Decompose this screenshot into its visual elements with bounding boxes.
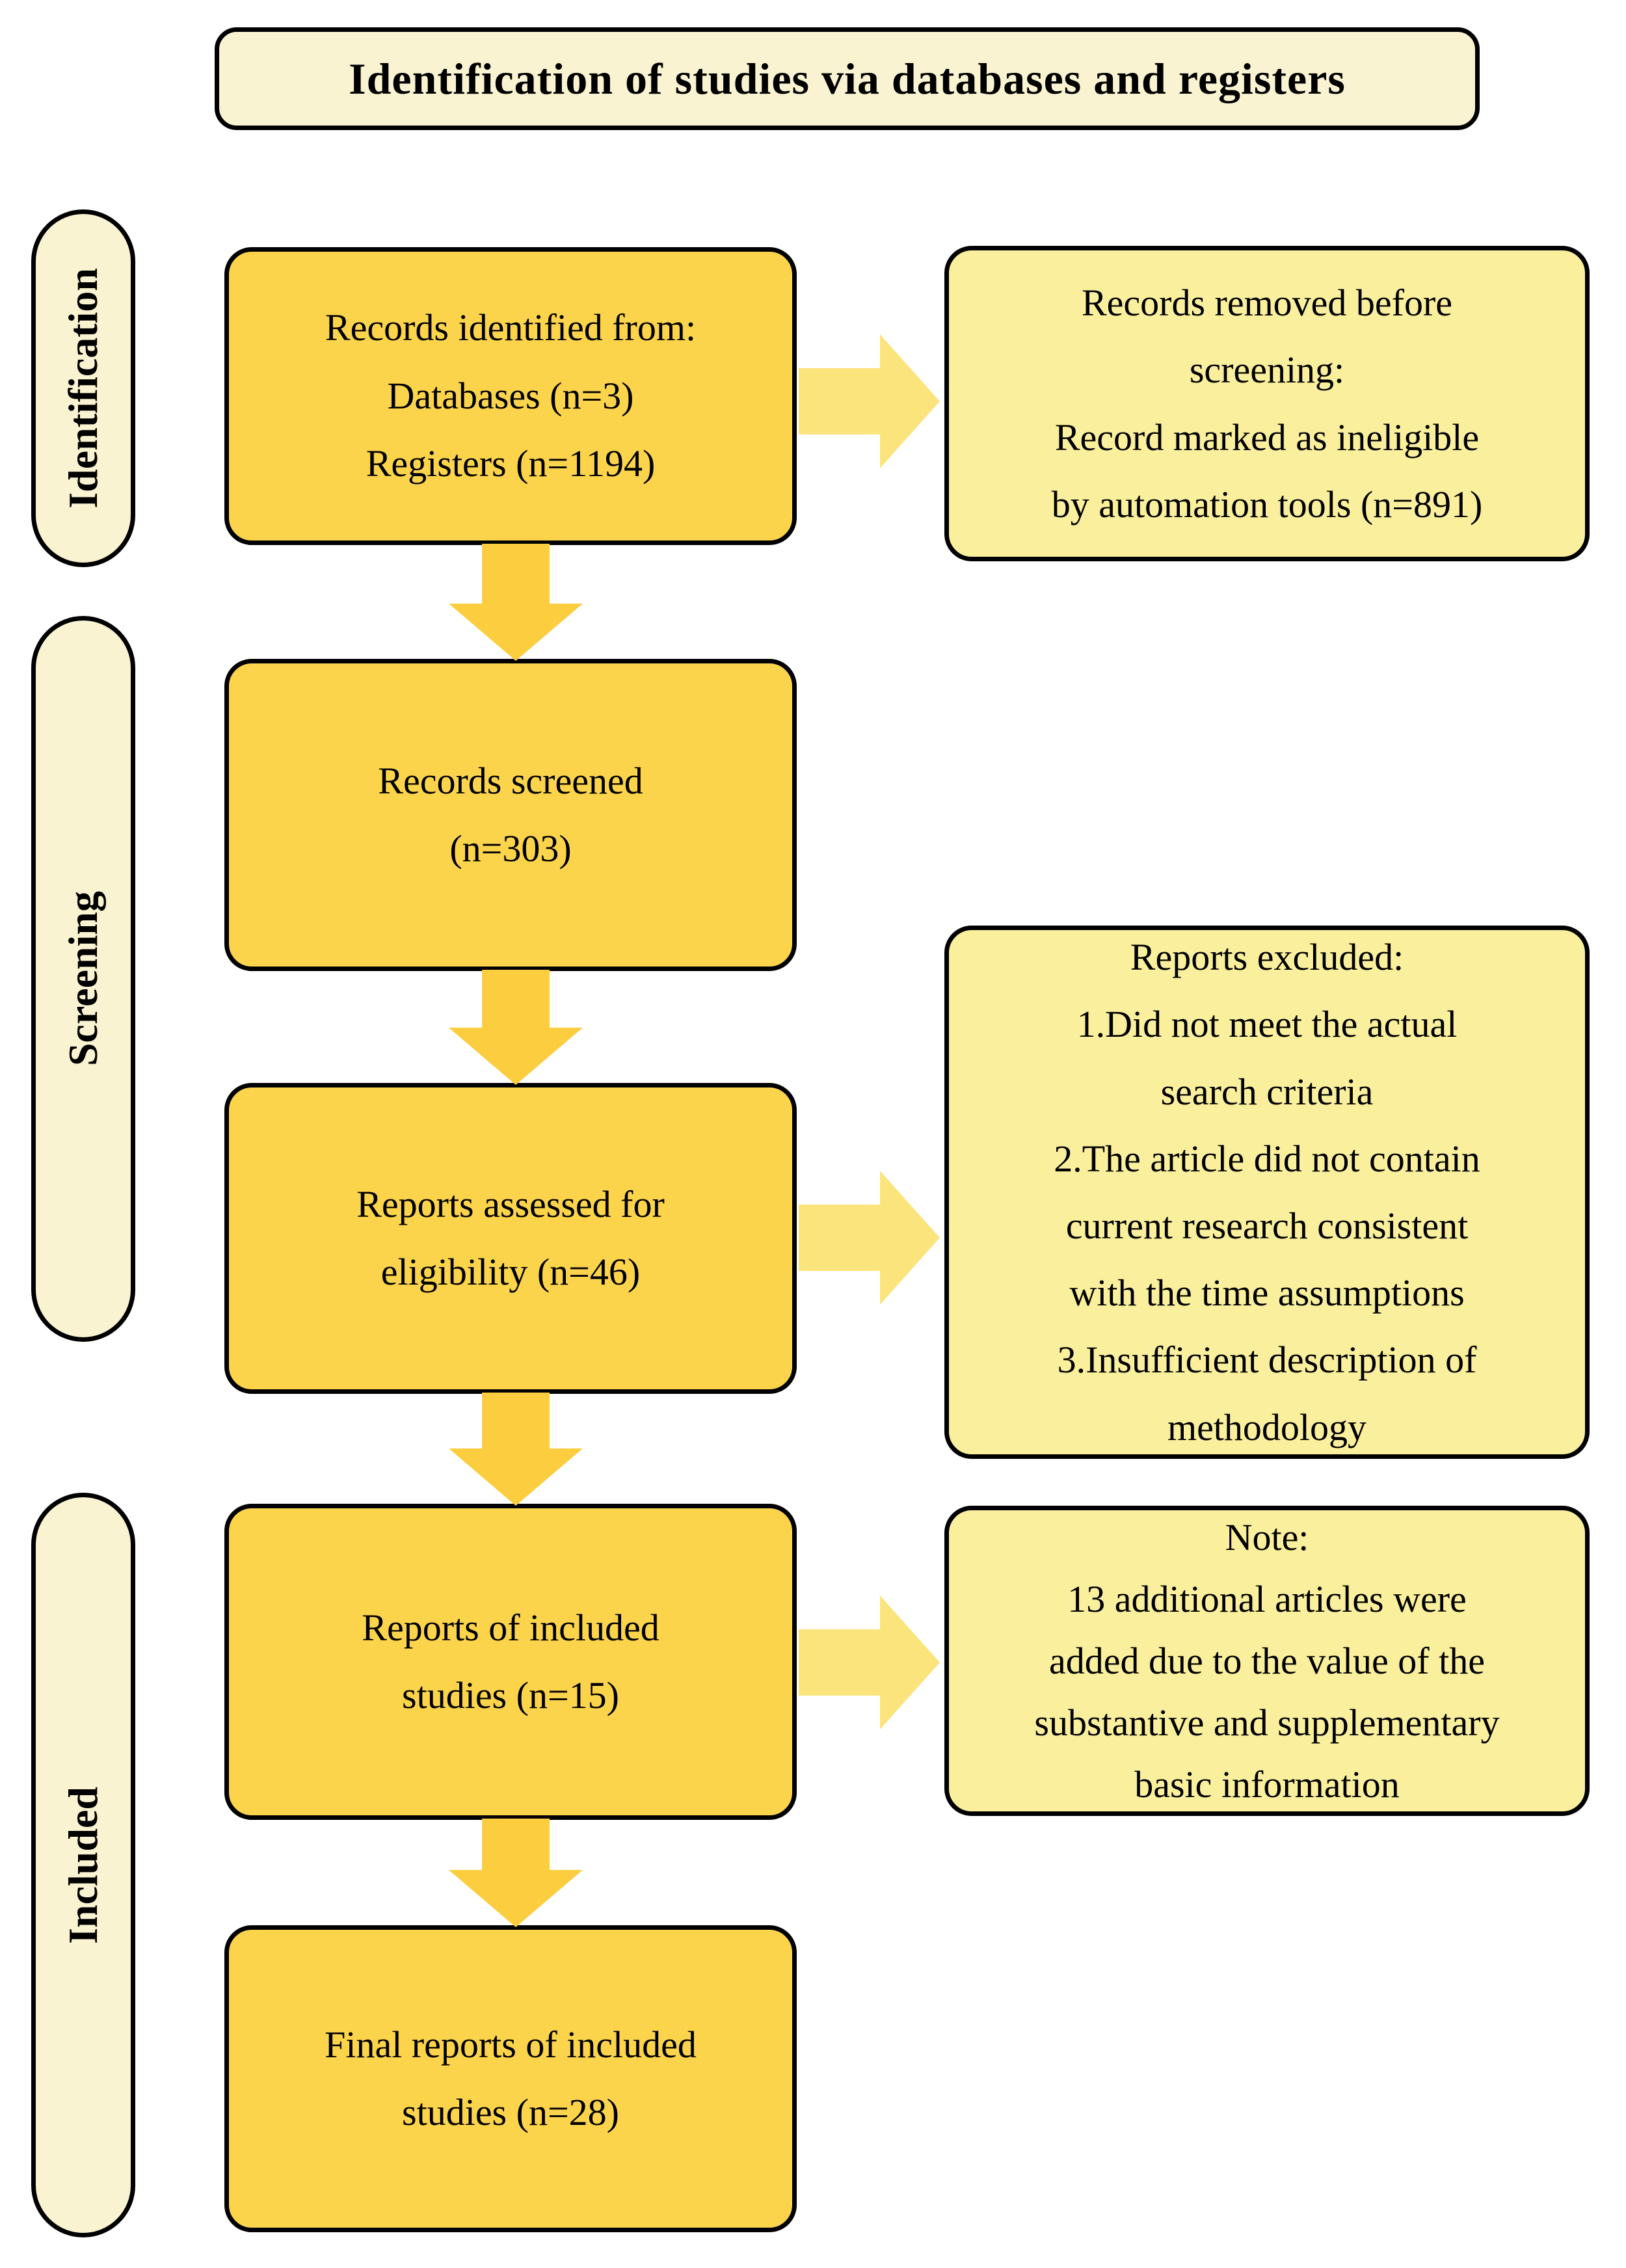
box-note: Note: 13 additional articles were added … — [944, 1506, 1590, 1816]
right-arrow-included-to-note — [799, 1595, 940, 1729]
box-reports-assessed-text: Reports assessed for eligibility (n=46) — [356, 1182, 665, 1293]
arrow-shaft — [482, 1393, 550, 1448]
right-arrow-identified-to-removed — [799, 334, 940, 468]
box-records-identified: Records identified from: Databases (n=3)… — [224, 247, 797, 545]
stage-label-identification: Identification — [31, 209, 135, 567]
down-arrow-screened-to-assessed — [449, 970, 583, 1085]
stage-label-screening-text: Screening — [60, 891, 106, 1067]
diagram-title: Identification of studies via databases … — [215, 27, 1480, 130]
arrow-head — [880, 334, 940, 468]
box-note-text: Note: 13 additional articles were added … — [1034, 1515, 1500, 1806]
box-records-screened-text: Records screened (n=303) — [378, 759, 643, 870]
box-records-removed-text: Records removed before screening: Record… — [1051, 282, 1483, 526]
box-reports-included: Reports of included studies (n=15) — [224, 1504, 797, 1820]
stage-label-identification-text: Identification — [60, 268, 106, 509]
box-reports-included-text: Reports of included studies (n=15) — [362, 1606, 660, 1716]
box-records-removed: Records removed before screening: Record… — [944, 246, 1590, 561]
box-reports-excluded: Reports excluded: 1.Did not meet the act… — [944, 926, 1590, 1459]
arrow-head — [449, 1448, 583, 1506]
arrow-shaft — [482, 970, 550, 1028]
arrow-head — [449, 1028, 583, 1085]
box-final-reports-text: Final reports of included studies (n=28) — [325, 2023, 697, 2133]
down-arrow-identified-to-screened — [449, 544, 583, 661]
arrow-shaft — [799, 368, 880, 434]
arrow-shaft — [482, 544, 550, 604]
box-reports-assessed: Reports assessed for eligibility (n=46) — [224, 1083, 797, 1394]
stage-label-screening: Screening — [31, 616, 135, 1342]
arrow-head — [449, 604, 583, 661]
down-arrow-assessed-to-included — [449, 1393, 583, 1506]
right-arrow-assessed-to-excluded — [799, 1171, 940, 1305]
stage-label-included: Included — [31, 1493, 135, 2237]
arrow-shaft — [799, 1205, 880, 1271]
arrow-shaft — [482, 1819, 550, 1870]
stage-label-included-text: Included — [60, 1786, 106, 1944]
box-reports-excluded-text: Reports excluded: 1.Did not meet the act… — [1054, 936, 1480, 1448]
diagram-title-text: Identification of studies via databases … — [349, 53, 1346, 103]
box-final-reports: Final reports of included studies (n=28) — [224, 1925, 797, 2232]
down-arrow-included-to-final — [449, 1819, 583, 1927]
box-records-screened: Records screened (n=303) — [224, 659, 797, 971]
arrow-head — [449, 1870, 583, 1927]
arrow-shaft — [799, 1629, 880, 1696]
arrow-head — [880, 1171, 940, 1305]
arrow-head — [880, 1595, 940, 1729]
box-records-identified-text: Records identified from: Databases (n=3)… — [325, 306, 697, 485]
